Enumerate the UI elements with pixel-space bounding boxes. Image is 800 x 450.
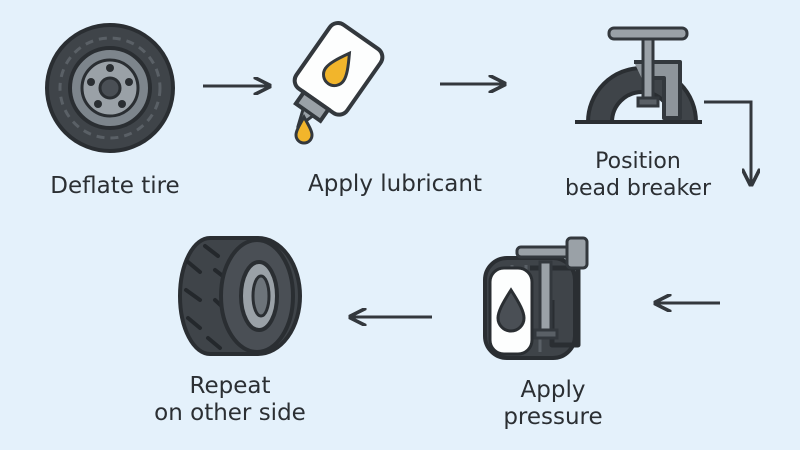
step-label-lubricant: Apply lubricant [308, 171, 482, 197]
press-icon [483, 236, 589, 360]
step-label-pressure: Apply pressure [503, 377, 603, 430]
lubricant-bottle-icon [292, 21, 385, 145]
tire-side-icon [178, 236, 302, 356]
arrow-3-to-4 [704, 100, 751, 183]
tire-icon [45, 23, 175, 153]
bead-breaker-icon [575, 26, 702, 124]
step-label-deflate: Deflate tire [50, 173, 180, 199]
step-label-bead-breaker: Position bead breaker [564, 149, 712, 201]
step-label-repeat: Repeat on other side [154, 373, 306, 426]
